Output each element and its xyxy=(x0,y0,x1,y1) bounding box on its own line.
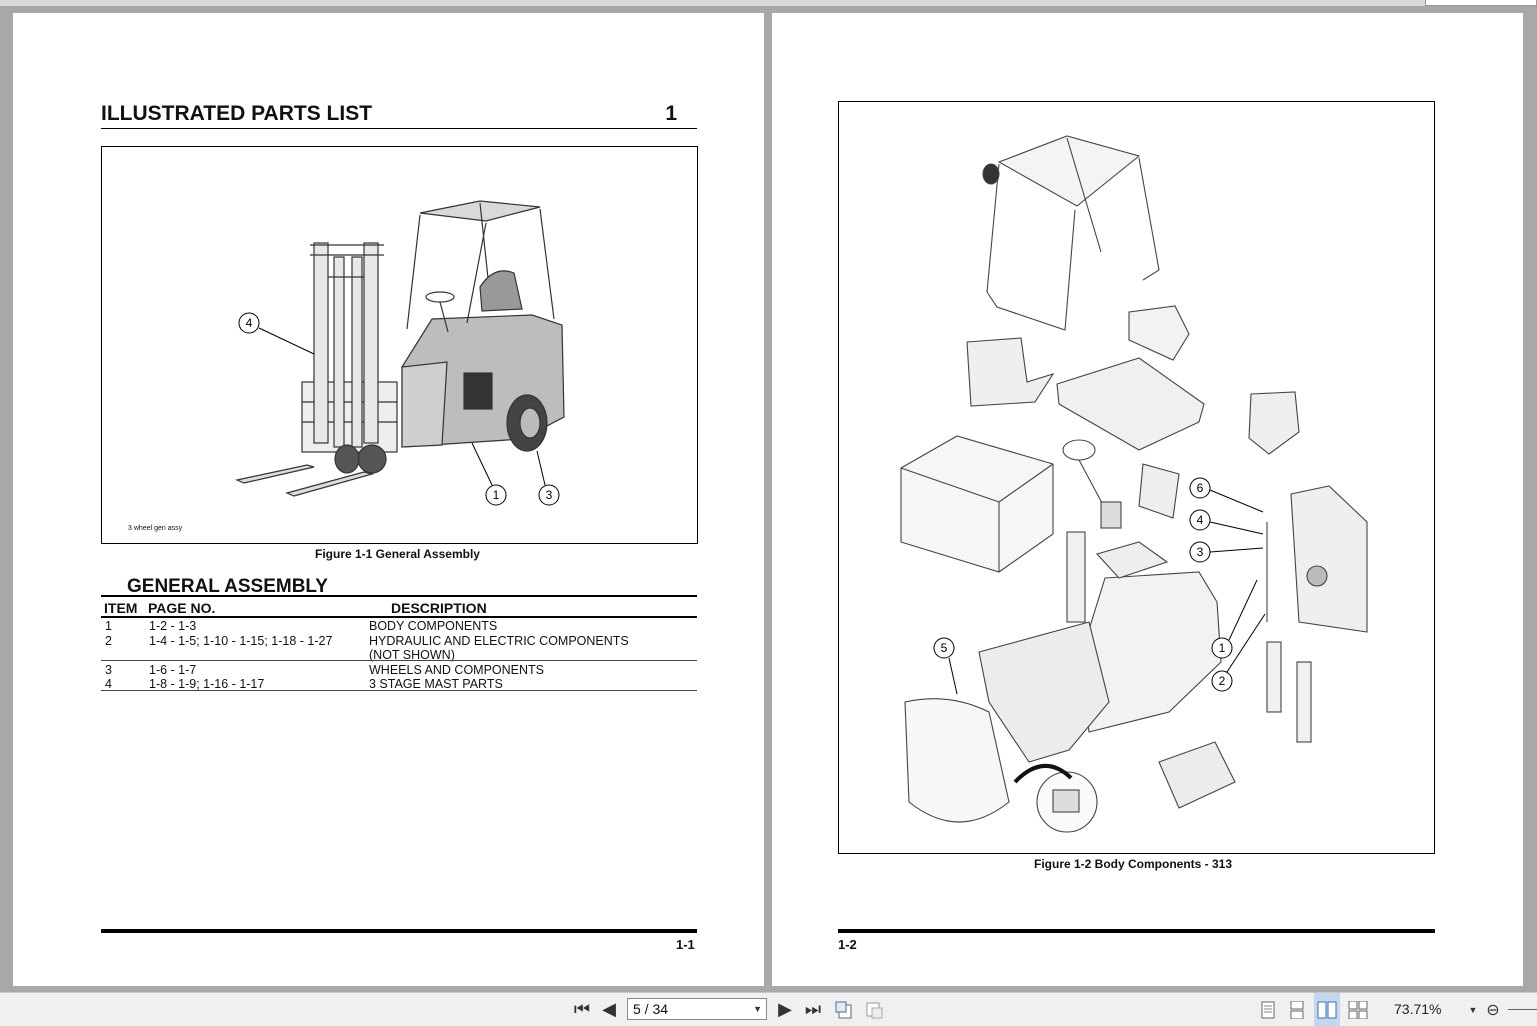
cell-page: 1-6 - 1-7 xyxy=(149,663,197,677)
continuous-view-button[interactable] xyxy=(1286,993,1308,1026)
figure-caption: Figure 1-2 Body Components - 313 xyxy=(1034,857,1233,871)
zoom-out-icon: ⊖ xyxy=(1486,1001,1500,1019)
next-page-button[interactable]: ▶ xyxy=(774,993,796,1026)
cell-page: 1-4 - 1-5; 1-10 - 1-15; 1-18 - 1-27 xyxy=(149,634,333,648)
callout-label: 1 xyxy=(1219,641,1226,655)
col-header-description: DESCRIPTION xyxy=(391,600,487,616)
callout-label: 6 xyxy=(1197,481,1204,495)
next-view-button[interactable] xyxy=(862,993,886,1026)
document-page-left: ILLUSTRATED PARTS LIST 1 xyxy=(13,13,764,986)
previous-view-icon xyxy=(835,1001,852,1018)
col-header-page: PAGE NO. xyxy=(148,600,216,616)
prev-page-button[interactable]: ◀ xyxy=(598,993,620,1026)
chevron-down-icon[interactable]: ▼ xyxy=(753,1004,762,1014)
bottom-toolbar: ⏮ ◀ 5 / 34 ▼ ▶ ⏭ xyxy=(0,992,1537,1026)
continuous-icon xyxy=(1290,1000,1304,1019)
cell-description: 3 STAGE MAST PARTS xyxy=(369,677,503,691)
two-page-continuous-icon xyxy=(1348,1000,1368,1019)
cell-item: 1 xyxy=(105,619,112,633)
cell-item: 3 xyxy=(105,663,112,677)
section-title: GENERAL ASSEMBLY xyxy=(127,576,328,597)
footer-rule xyxy=(838,929,1435,933)
figure-general-assembly: 4 1 3 3 wheel gen assy xyxy=(101,146,698,544)
single-page-icon xyxy=(1261,1001,1275,1018)
zoom-dropdown-button[interactable]: ▼ xyxy=(1466,993,1480,1026)
figure-body-components: 6 4 3 1 2 5 xyxy=(838,101,1435,854)
figure-note: 3 wheel gen assy xyxy=(128,525,183,532)
callout-label: 1 xyxy=(493,488,500,502)
page-number: 1-2 xyxy=(838,937,857,952)
zoom-level: 73.71% xyxy=(1394,1001,1442,1017)
zoom-slider[interactable] xyxy=(1508,1009,1537,1010)
first-page-button[interactable]: ⏮ xyxy=(570,993,594,1026)
callout-label: 4 xyxy=(1197,513,1204,527)
cell-item: 2 xyxy=(105,634,112,648)
cell-description: BODY COMPONENTS xyxy=(369,619,498,633)
callout-label: 4 xyxy=(246,316,253,330)
two-page-continuous-button[interactable] xyxy=(1346,993,1370,1026)
footer-rule xyxy=(101,929,697,933)
next-page-icon: ▶ xyxy=(778,999,792,1019)
callout-label: 2 xyxy=(1219,674,1226,688)
top-field[interactable] xyxy=(1425,0,1537,6)
callout-label: 3 xyxy=(546,488,553,502)
forklift-illustration: 4 1 3 xyxy=(235,200,565,506)
zoom-out-button[interactable]: ⊖ xyxy=(1482,993,1504,1026)
next-view-icon xyxy=(866,1002,883,1018)
figure-caption: Figure 1-1 General Assembly xyxy=(315,547,480,561)
section-rule xyxy=(101,595,697,597)
cell-description-cont: (NOT SHOWN) xyxy=(369,648,455,662)
two-page-view-button[interactable] xyxy=(1314,993,1340,1026)
header-number: 1 xyxy=(665,102,677,125)
two-page-icon xyxy=(1317,1001,1337,1018)
body-components-illustration: 6 4 3 1 2 5 xyxy=(900,135,1368,833)
col-header-item: ITEM xyxy=(104,600,138,616)
table-header-rule xyxy=(101,616,697,618)
header-title: ILLUSTRATED PARTS LIST xyxy=(101,102,373,125)
single-page-view-button[interactable] xyxy=(1257,993,1279,1026)
top-strip xyxy=(0,0,1537,6)
row-divider xyxy=(101,660,697,661)
row-divider xyxy=(101,690,697,691)
page-number: 1-1 xyxy=(676,937,695,952)
cell-description: WHEELS AND COMPONENTS xyxy=(369,663,545,677)
first-page-icon: ⏮ xyxy=(573,999,591,1019)
cell-page: 1-8 - 1-9; 1-16 - 1-17 xyxy=(149,677,265,691)
previous-view-button[interactable] xyxy=(832,993,856,1026)
callout-label: 3 xyxy=(1197,545,1204,559)
zoom-dropdown-icon: ▼ xyxy=(1468,1004,1478,1015)
prev-page-icon: ◀ xyxy=(602,999,616,1019)
page-indicator: 5 / 34 xyxy=(633,1001,669,1017)
last-page-button[interactable]: ⏭ xyxy=(800,993,826,1026)
document-page-right: 6 4 3 1 2 5 Figure 1-2 Body Components -… xyxy=(772,13,1523,986)
cell-page: 1-2 - 1-3 xyxy=(149,619,197,633)
cell-description: HYDRAULIC AND ELECTRIC COMPONENTS xyxy=(369,634,629,648)
cell-item: 4 xyxy=(105,677,112,691)
callout-label: 5 xyxy=(941,641,948,655)
last-page-icon: ⏭ xyxy=(804,999,822,1019)
page-number-input[interactable]: 5 / 34 ▼ xyxy=(627,998,767,1020)
page-header: ILLUSTRATED PARTS LIST 1 xyxy=(101,102,697,129)
